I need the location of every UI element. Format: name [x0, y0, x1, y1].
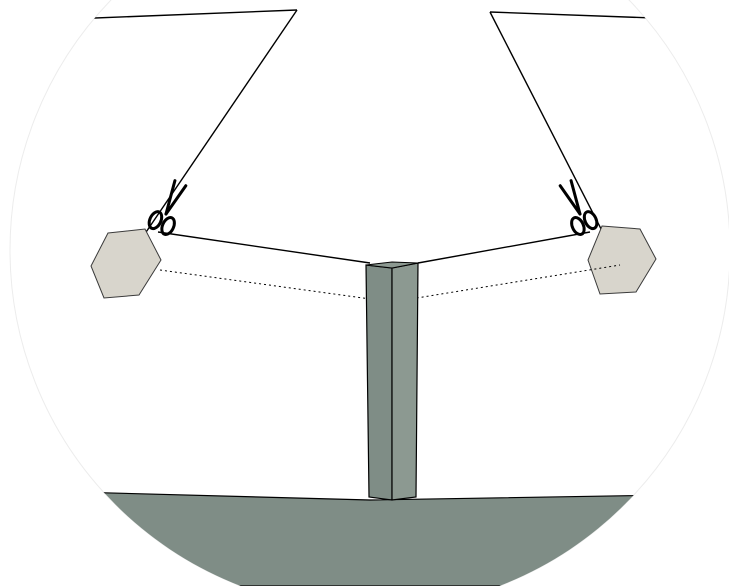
post-front-face: [366, 265, 392, 500]
post: [366, 262, 418, 500]
ground: [0, 490, 729, 586]
post-side-face: [392, 263, 418, 500]
